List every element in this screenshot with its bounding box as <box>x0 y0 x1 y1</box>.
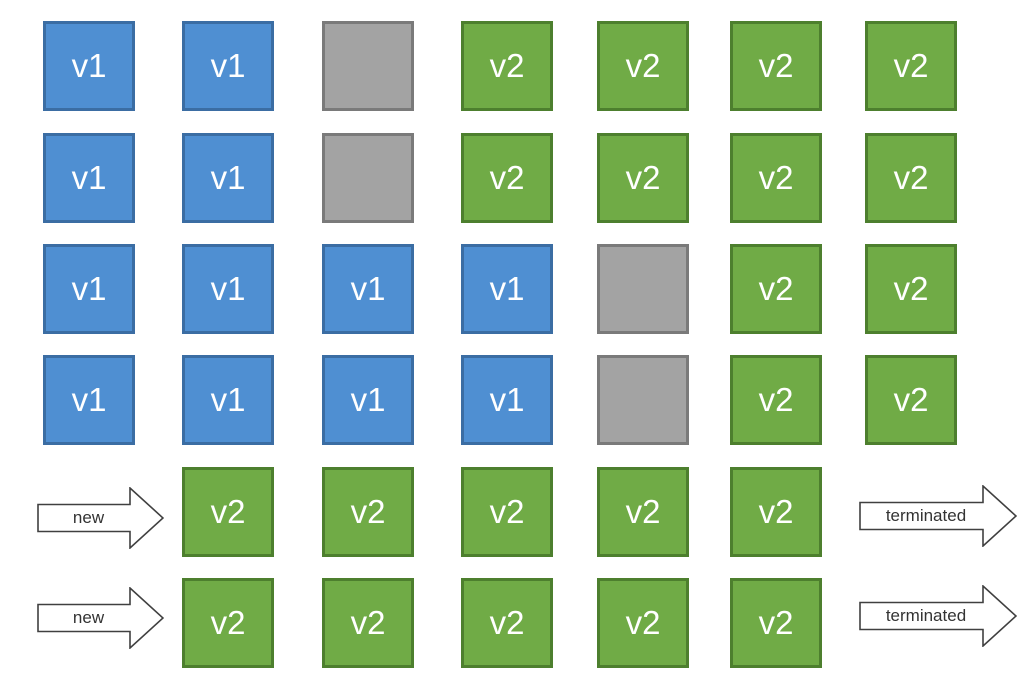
pod-v2: v2 <box>730 244 822 334</box>
pod-version-label: v1 <box>71 381 107 418</box>
pod-version-label: v1 <box>489 381 525 418</box>
pod-version-label: v2 <box>350 604 386 641</box>
pod-v2: v2 <box>597 133 689 223</box>
pod-version-label: v2 <box>893 270 929 307</box>
pod-version-label: v2 <box>758 159 794 196</box>
arrow-right-icon <box>37 587 164 649</box>
pod-v1: v1 <box>182 133 274 223</box>
pod-v1: v1 <box>461 355 553 445</box>
pod-v2: v2 <box>865 21 957 111</box>
pod-version-label: v2 <box>489 604 525 641</box>
pod-v2: v2 <box>461 133 553 223</box>
pod-v1: v1 <box>322 355 414 445</box>
pod-v2: v2 <box>730 578 822 668</box>
arrow-label: terminated <box>885 506 967 525</box>
empty-slot <box>597 244 689 334</box>
pod-v2: v2 <box>322 467 414 557</box>
pod-v2: v2 <box>322 578 414 668</box>
pod-v2: v2 <box>865 133 957 223</box>
pod-v2: v2 <box>865 355 957 445</box>
pod-version-label: v2 <box>625 604 661 641</box>
pod-version-label: v2 <box>489 159 525 196</box>
pod-version-label: v1 <box>210 381 246 418</box>
pod-v1: v1 <box>182 244 274 334</box>
pod-v2: v2 <box>461 467 553 557</box>
pod-v1: v1 <box>43 244 135 334</box>
pod-v2: v2 <box>182 467 274 557</box>
pod-version-label: v2 <box>625 47 661 84</box>
pod-version-label: v1 <box>71 47 107 84</box>
pod-version-label: v2 <box>893 47 929 84</box>
empty-slot <box>322 21 414 111</box>
terminated-arrow: terminated <box>859 485 1017 547</box>
pod-version-label: v1 <box>210 47 246 84</box>
pod-v2: v2 <box>597 578 689 668</box>
pod-v1: v1 <box>461 244 553 334</box>
pod-version-label: v1 <box>210 159 246 196</box>
pod-version-label: v2 <box>489 493 525 530</box>
new-arrow: new <box>37 487 164 549</box>
pod-version-label: v2 <box>210 493 246 530</box>
pod-v1: v1 <box>43 355 135 445</box>
pod-version-label: v1 <box>489 270 525 307</box>
pod-version-label: v1 <box>350 270 386 307</box>
pod-v1: v1 <box>322 244 414 334</box>
pod-version-label: v2 <box>489 47 525 84</box>
pod-version-label: v2 <box>758 381 794 418</box>
pod-version-label: v2 <box>758 47 794 84</box>
pod-v2: v2 <box>730 467 822 557</box>
new-arrow: new <box>37 587 164 649</box>
arrow-right-icon <box>37 487 164 549</box>
pod-v1: v1 <box>182 21 274 111</box>
arrow-right-icon <box>859 585 1017 647</box>
arrow-label: new <box>72 508 105 527</box>
arrow-label: new <box>72 608 105 627</box>
empty-slot <box>597 355 689 445</box>
pod-v2: v2 <box>597 21 689 111</box>
pod-version-label: v2 <box>758 270 794 307</box>
pod-v2: v2 <box>182 578 274 668</box>
pod-version-label: v2 <box>210 604 246 641</box>
pod-v1: v1 <box>43 133 135 223</box>
pod-version-label: v1 <box>210 270 246 307</box>
pod-v1: v1 <box>182 355 274 445</box>
pod-v2: v2 <box>461 21 553 111</box>
pod-version-label: v2 <box>758 493 794 530</box>
empty-slot <box>322 133 414 223</box>
pod-v1: v1 <box>43 21 135 111</box>
pod-v2: v2 <box>730 21 822 111</box>
pod-version-label: v2 <box>893 381 929 418</box>
pod-version-label: v2 <box>625 159 661 196</box>
pod-v2: v2 <box>730 355 822 445</box>
pod-version-label: v1 <box>71 270 107 307</box>
pod-v2: v2 <box>461 578 553 668</box>
arrow-right-icon <box>859 485 1017 547</box>
pod-v2: v2 <box>730 133 822 223</box>
pod-v2: v2 <box>597 467 689 557</box>
pod-version-label: v2 <box>893 159 929 196</box>
pod-version-label: v1 <box>350 381 386 418</box>
pod-version-label: v1 <box>71 159 107 196</box>
pod-version-label: v2 <box>625 493 661 530</box>
terminated-arrow: terminated <box>859 585 1017 647</box>
pod-version-label: v2 <box>350 493 386 530</box>
arrow-label: terminated <box>885 606 967 625</box>
pod-version-label: v2 <box>758 604 794 641</box>
pod-v2: v2 <box>865 244 957 334</box>
